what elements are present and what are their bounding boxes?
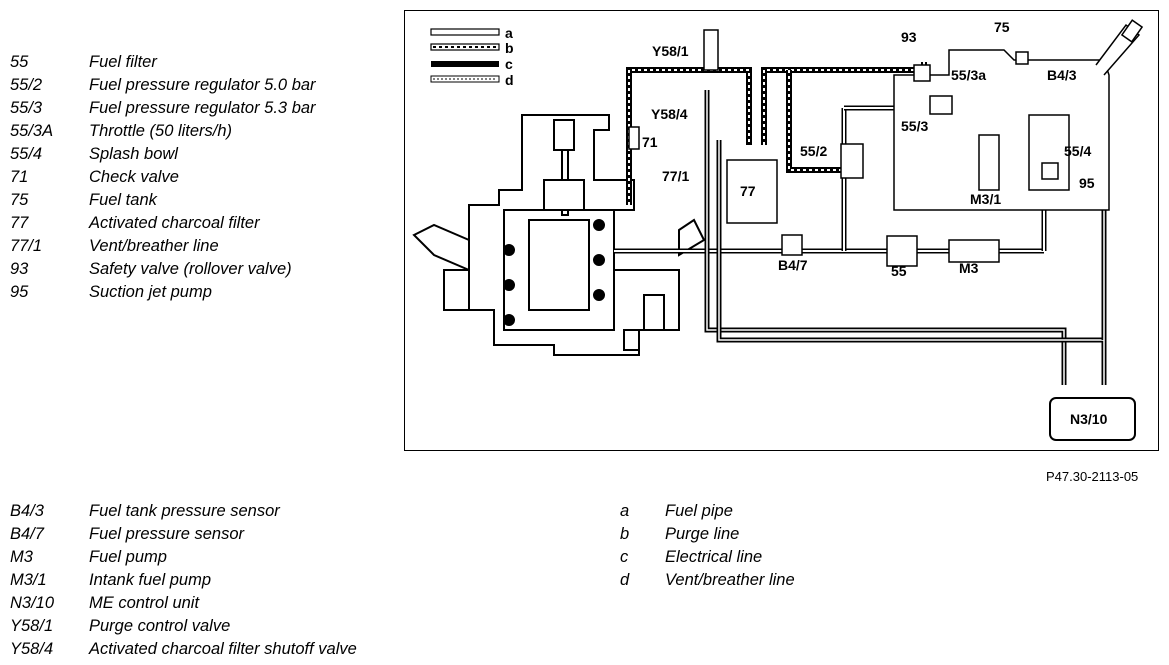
- label-93: 93: [901, 29, 917, 45]
- label-55-4: 55/4: [1064, 143, 1091, 159]
- legend-desc: Suction jet pump: [89, 283, 212, 301]
- legend-desc: Purge control valve: [89, 617, 231, 635]
- fuel-pump: [948, 239, 1000, 263]
- fuel-tank-pressure-sensor: [1015, 51, 1029, 65]
- label-n3-10: N3/10: [1070, 411, 1108, 427]
- legend-desc: Activated charcoal filter shutoff valve: [89, 640, 357, 658]
- check-valve: [628, 126, 640, 150]
- fuel-filter: [886, 235, 918, 267]
- label-55: 55: [891, 263, 907, 279]
- legend-code: 55/2: [10, 76, 43, 94]
- fuel-pressure-regulator-5-0: [840, 143, 864, 179]
- legend-code: B4/7: [10, 525, 44, 543]
- fuel-system-diagram: a b c d: [404, 10, 1159, 451]
- line-a-label: a: [505, 25, 513, 41]
- safety-valve: [913, 64, 931, 82]
- legend-code: M3/1: [10, 571, 47, 589]
- legend-code: 77/1: [10, 237, 43, 255]
- legend-desc: Vent/breather line: [665, 571, 795, 589]
- label-71: 71: [642, 134, 658, 150]
- label-95: 95: [1079, 175, 1095, 191]
- line-type-key: a b c d: [430, 25, 514, 88]
- label-77: 77: [740, 183, 756, 199]
- legend-code: c: [620, 548, 629, 566]
- legend-desc: ME control unit: [89, 594, 200, 612]
- label-b4-3: B4/3: [1047, 67, 1077, 83]
- legend-desc: Fuel tank: [89, 191, 157, 209]
- legend-code: B4/3: [10, 502, 44, 520]
- legend-code: 55/3A: [10, 122, 54, 140]
- label-55-3: 55/3: [901, 118, 928, 134]
- legend-desc: Fuel pump: [89, 548, 167, 566]
- legend-code: M3: [10, 548, 33, 566]
- legend-desc: Fuel tank pressure sensor: [89, 502, 280, 520]
- legend-code: 77: [10, 214, 29, 232]
- line-d-label: d: [505, 72, 514, 88]
- legend-desc: Vent/breather line: [89, 237, 219, 255]
- legend-code: 75: [10, 191, 29, 209]
- legend-desc: Electrical line: [665, 548, 763, 566]
- legend-code: 55: [10, 53, 29, 71]
- label-b4-7: B4/7: [778, 257, 808, 273]
- label-55-3a: 55/3a: [951, 67, 986, 83]
- label-y58-4: Y58/4: [651, 106, 688, 122]
- legend-code: N3/10: [10, 594, 55, 612]
- legend-desc: Fuel pressure sensor: [89, 525, 244, 543]
- legend-desc: Purge line: [665, 525, 740, 543]
- label-m3-1: M3/1: [970, 191, 1001, 207]
- label-y58-1: Y58/1: [652, 43, 689, 59]
- purge-control-valve: [703, 29, 719, 71]
- legend-desc: Fuel pressure regulator 5.0 bar: [89, 76, 316, 94]
- legend-desc: Fuel pipe: [665, 502, 733, 520]
- fuel-pressure-regulator-5-3: [929, 95, 953, 115]
- legend-desc: Activated charcoal filter: [89, 214, 260, 232]
- legend-code: b: [620, 525, 630, 543]
- label-77-1: 77/1: [662, 168, 689, 184]
- reference-code: P47.30-2113-05: [1046, 469, 1139, 484]
- legend-code: 93: [10, 260, 29, 278]
- activated-charcoal-filter: [726, 159, 778, 224]
- legend-code: 71: [10, 168, 29, 186]
- legend-code: Y58/1: [10, 617, 54, 635]
- me-control-unit: [1049, 397, 1136, 441]
- label-m3: M3: [959, 260, 979, 276]
- legend-code: d: [620, 571, 630, 589]
- legend-code: 95: [10, 283, 29, 301]
- intank-fuel-pump: [978, 134, 1000, 191]
- legend-desc: Fuel pressure regulator 5.3 bar: [89, 99, 316, 117]
- legend-desc: Throttle (50 liters/h): [89, 122, 233, 140]
- line-c-label: c: [505, 56, 513, 72]
- legend-desc: Fuel filter: [89, 53, 157, 71]
- legend-code: a: [620, 502, 630, 520]
- line-b-label: b: [505, 40, 514, 56]
- suction-jet-pump: [1041, 162, 1059, 180]
- legend-desc: Check valve: [89, 168, 179, 186]
- fuel-pressure-sensor: [781, 234, 803, 256]
- legend-code: Y58/4: [10, 640, 54, 658]
- legend-desc: Intank fuel pump: [89, 571, 211, 589]
- legend-code: 55/3: [10, 99, 43, 117]
- label-55-2: 55/2: [800, 143, 827, 159]
- engine-block: [412, 114, 706, 356]
- legend-desc: Safety valve (rollover valve): [89, 260, 292, 278]
- legend-code: 55/4: [10, 145, 43, 163]
- label-75: 75: [994, 19, 1010, 35]
- legend-desc: Splash bowl: [89, 145, 178, 163]
